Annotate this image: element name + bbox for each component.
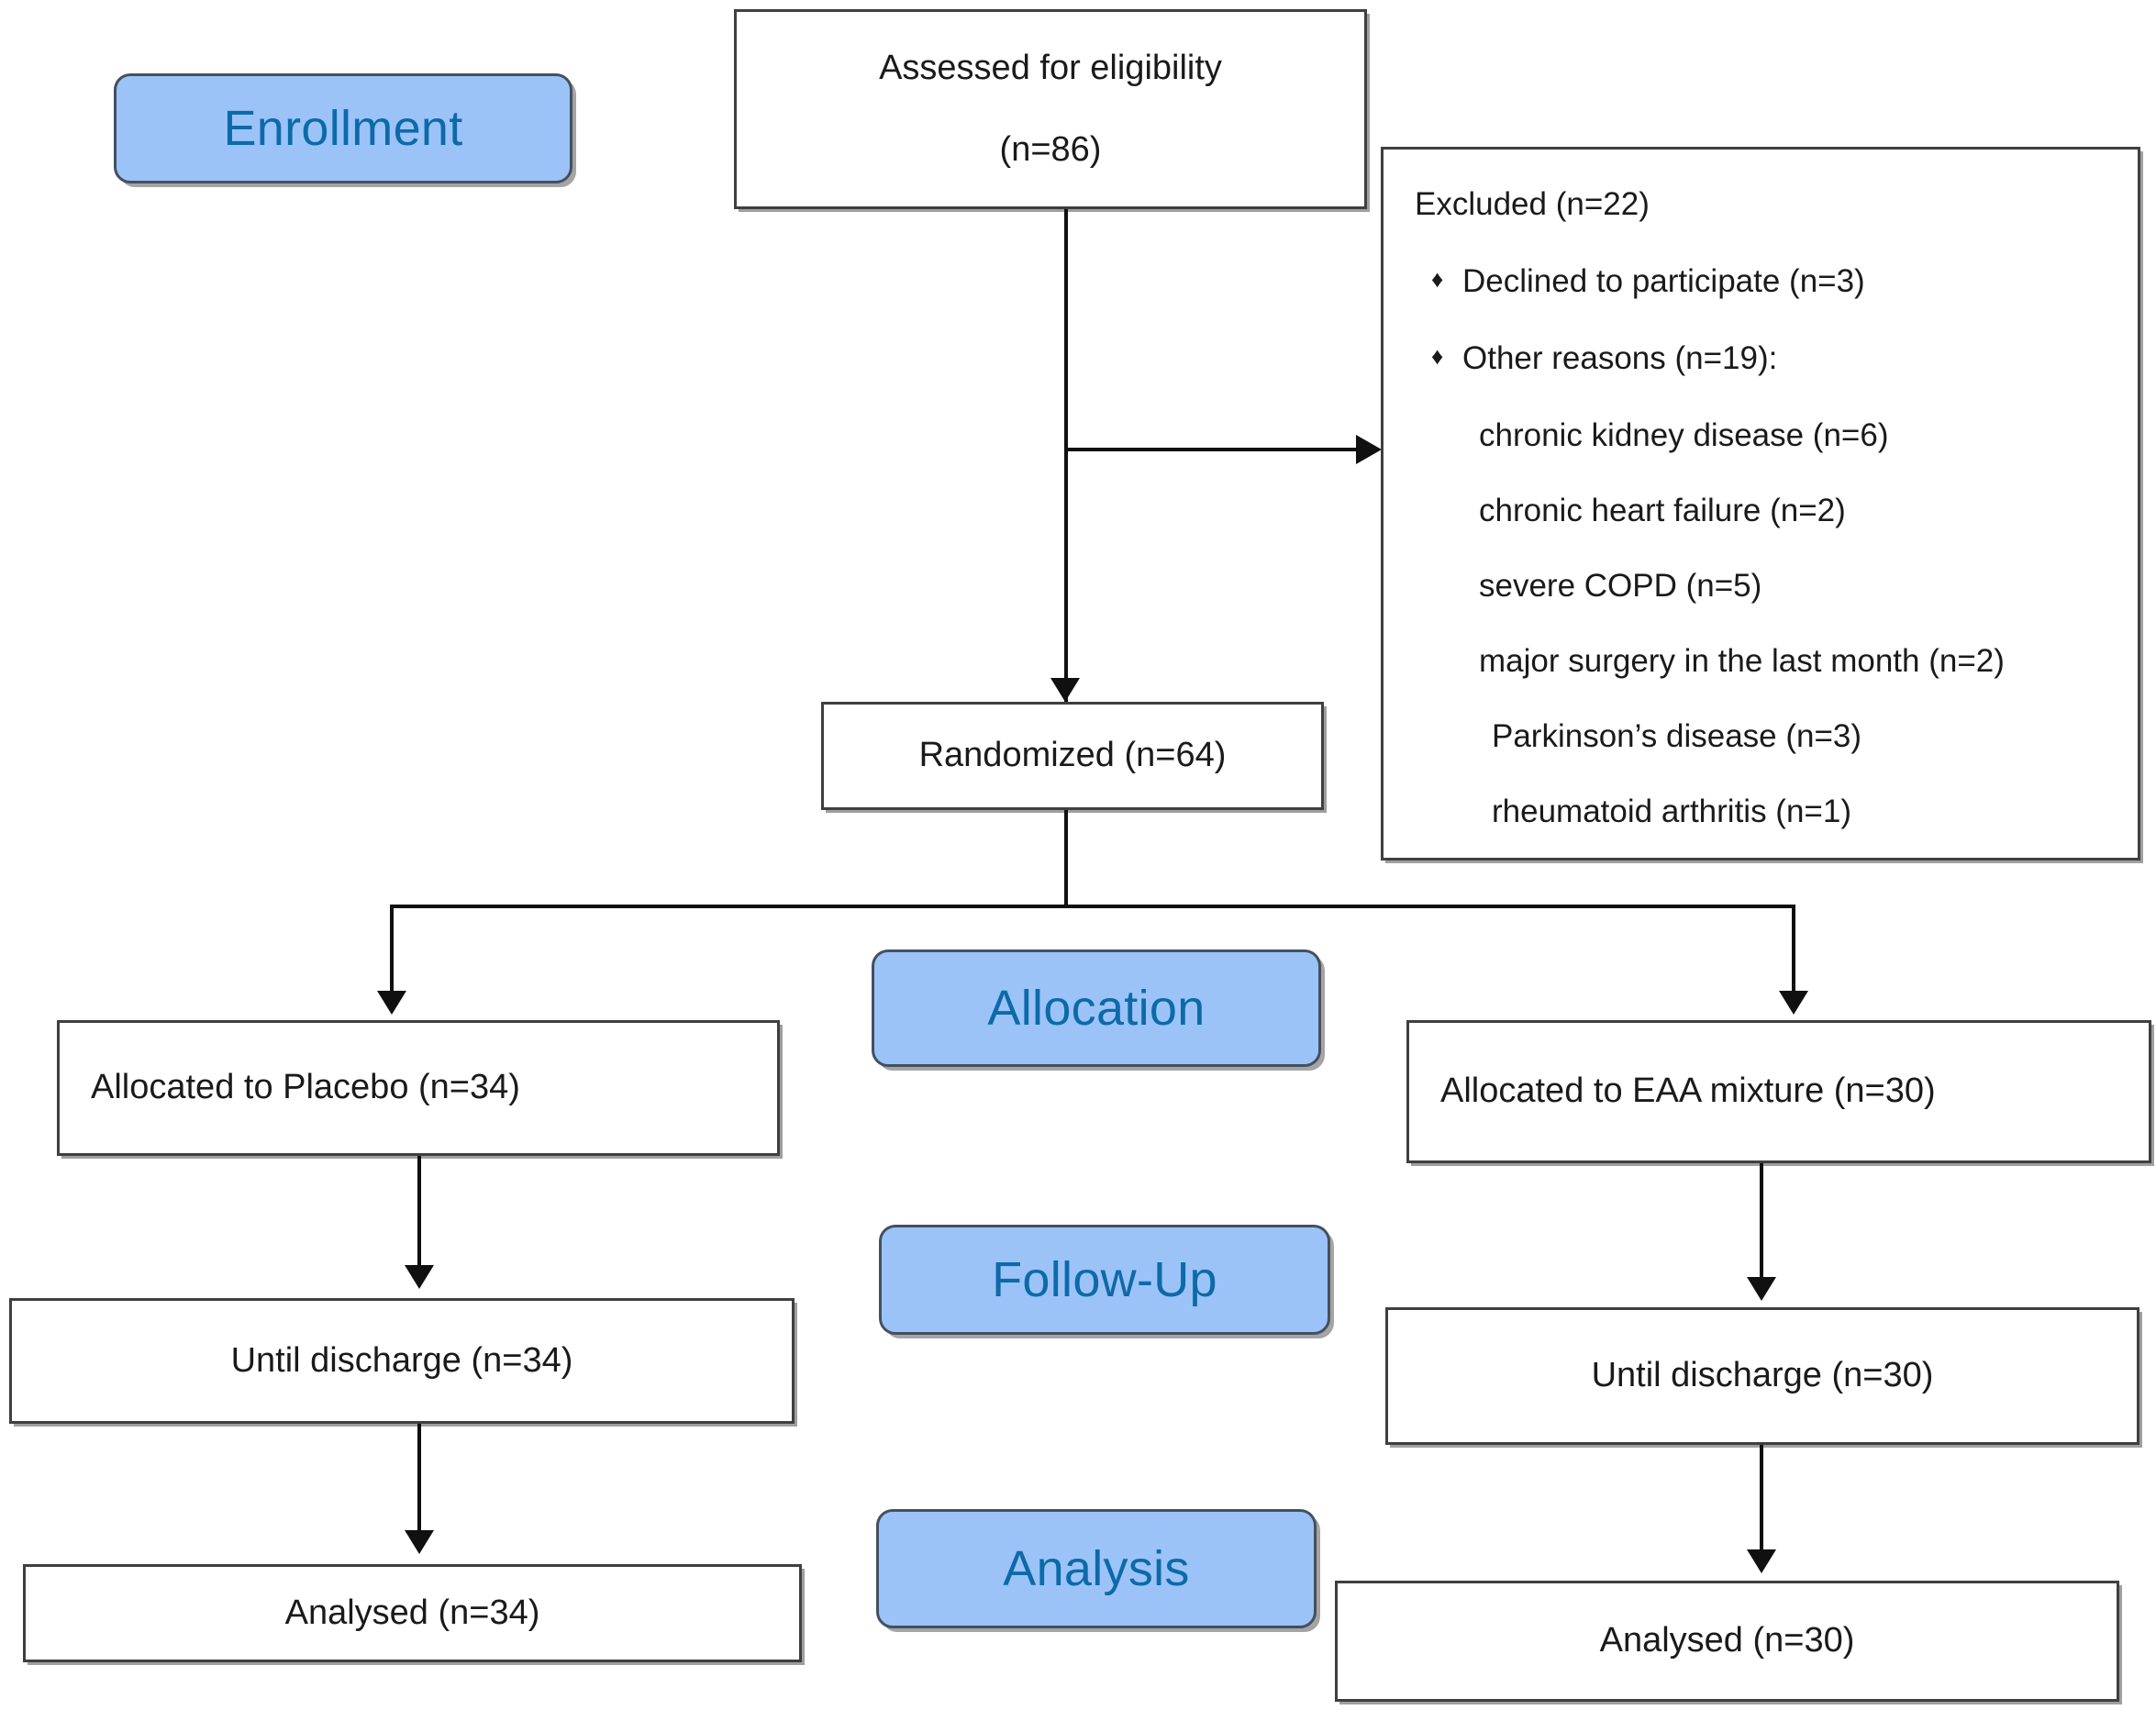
connector-split-left-drop [390,905,394,996]
diamond-bullet-icon: ♦ [1431,342,1444,370]
connector-trunk-to-excluded [1064,448,1358,451]
node-followup-placebo-label: Until discharge (n=34) [230,1340,573,1380]
arrowhead-followup-right [1747,1277,1776,1301]
node-excluded-bullet-label: Other reasons (n=19): [1462,340,1778,376]
node-analysed-eaa-label: Analysed (n=30) [1599,1621,1855,1660]
diamond-bullet-icon: ♦ [1431,265,1444,293]
arrowhead-analysed-right [1747,1549,1776,1573]
stage-badge-followup: Follow-Up [879,1225,1330,1335]
node-excluded-reason: severe COPD (n=5) [1479,568,1762,604]
node-excluded-reason: major surgery in the last month (n=2) [1479,643,2005,679]
node-allocated-eaa: Allocated to EAA mixture (n=30) [1406,1020,2151,1163]
connector-randomized-stem [1064,810,1068,906]
connector-allocated-to-followup-left [417,1156,421,1271]
stage-badge-analysis-label: Analysis [1003,1541,1190,1596]
connector-assessed-to-randomized [1064,209,1068,702]
connector-allocation-split [390,905,1795,908]
node-excluded-bullet: ♦ Other reasons (n=19): [1431,340,2138,377]
stage-badge-followup-label: Follow-Up [992,1252,1217,1307]
arrowhead-analysed-left [405,1530,434,1554]
connector-allocated-to-followup-right [1760,1163,1763,1282]
stage-badge-allocation: Allocation [872,949,1321,1067]
node-assessed-line2: (n=86) [999,130,1102,169]
connector-split-right-drop [1792,905,1795,996]
stage-badge-allocation-label: Allocation [987,981,1206,1036]
arrowhead-randomized [1050,678,1080,702]
node-allocated-placebo-label: Allocated to Placebo (n=34) [91,1068,520,1107]
stage-badge-analysis: Analysis [876,1509,1317,1628]
node-excluded: Excluded (n=22) ♦ Declined to participat… [1381,147,2140,860]
node-followup-eaa-label: Until discharge (n=30) [1591,1356,1934,1395]
node-excluded-reason: chronic kidney disease (n=6) [1479,417,1889,453]
node-excluded-bullet-label: Declined to participate (n=3) [1462,263,1865,299]
arrowhead-allocated-right [1779,991,1808,1015]
arrowhead-excluded [1356,435,1382,464]
node-randomized: Randomized (n=64) [821,702,1324,810]
node-excluded-heading: Excluded (n=22) [1415,186,1650,222]
stage-badge-enrollment-label: Enrollment [223,101,463,156]
stage-badge-enrollment: Enrollment [114,73,572,183]
node-followup-placebo: Until discharge (n=34) [9,1298,795,1424]
connector-followup-to-analysed-right [1760,1445,1763,1555]
node-analysed-placebo: Analysed (n=34) [23,1564,802,1662]
connector-followup-to-analysed-left [417,1424,421,1536]
arrowhead-followup-left [405,1265,434,1289]
node-assessed-line1: Assessed for eligibility [879,48,1222,87]
node-assessed-for-eligibility: Assessed for eligibility (n=86) [734,9,1367,209]
node-allocated-placebo: Allocated to Placebo (n=34) [57,1020,780,1156]
node-excluded-reason: rheumatoid arthritis (n=1) [1492,794,1851,829]
arrowhead-allocated-left [377,991,406,1015]
node-analysed-eaa: Analysed (n=30) [1335,1581,2119,1702]
node-randomized-label: Randomized (n=64) [918,736,1227,775]
node-excluded-reason: chronic heart failure (n=2) [1479,493,1846,528]
node-excluded-reason: Parkinson’s disease (n=3) [1492,718,1862,754]
node-allocated-eaa-label: Allocated to EAA mixture (n=30) [1440,1071,1936,1111]
node-followup-eaa: Until discharge (n=30) [1385,1307,2139,1445]
node-excluded-bullet: ♦ Declined to participate (n=3) [1431,263,2138,300]
node-analysed-placebo-label: Analysed (n=34) [284,1593,540,1632]
